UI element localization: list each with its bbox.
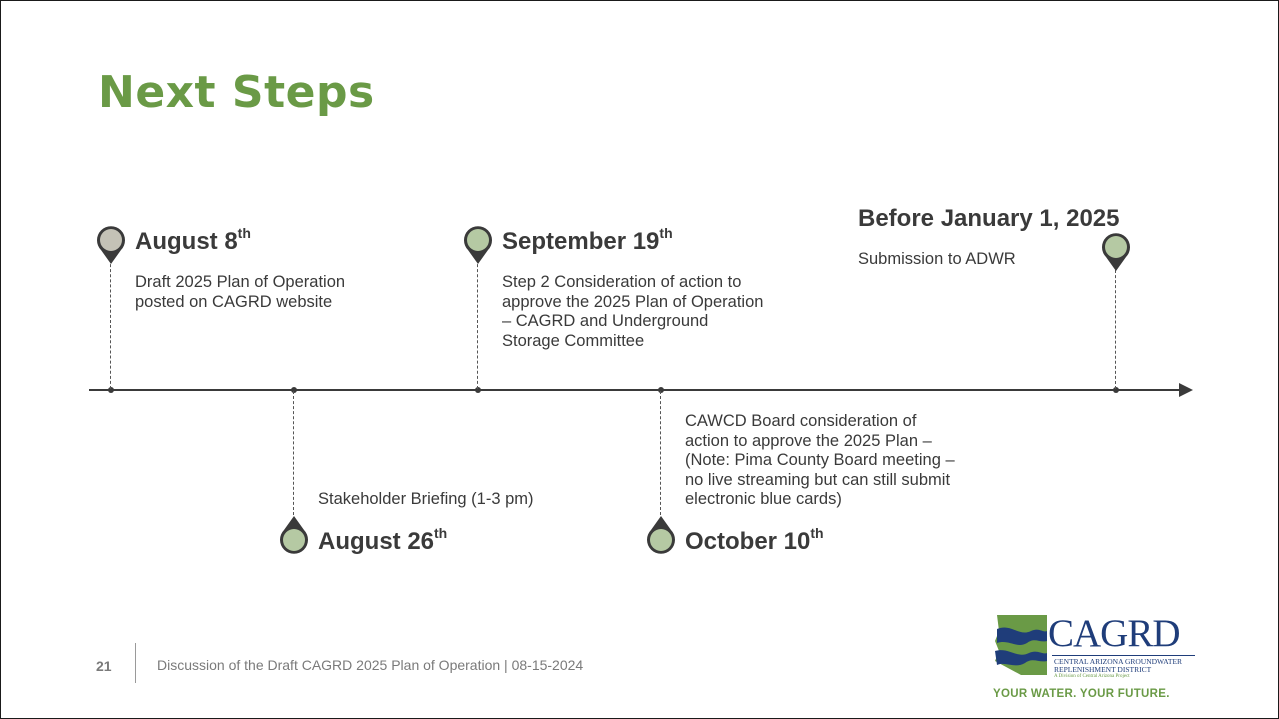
timeline-connector [477,259,478,389]
arizona-map-icon [995,615,1047,675]
milestone-date: August 8th [135,225,251,255]
timeline-dot [108,387,114,393]
milestone-date: September 19th [502,225,673,255]
timeline-arrow-icon [1179,383,1193,397]
timeline-connector [110,259,111,389]
map-pin-icon [1100,230,1132,272]
footer-divider [135,643,136,683]
milestone-date: Before January 1, 2025 [858,205,1120,232]
map-pin-icon [278,515,310,557]
page-number: 21 [96,658,112,674]
logo-wordmark: CAGRD [1048,612,1181,655]
map-pin-icon [95,223,127,265]
timeline-connector [293,391,294,515]
timeline-dot [291,387,297,393]
timeline-dot [1113,387,1119,393]
timeline-axis [89,389,1181,391]
logo-subtitle: REPLENISHMENT DISTRICT [1054,665,1152,674]
timeline-dot [658,387,664,393]
cagrd-logo: CAGRD CENTRAL ARIZONA GROUNDWATER REPLEN… [991,611,1221,711]
logo-rule [1052,655,1195,656]
logo-division: A Division of Central Arizona Project [1054,674,1130,679]
map-pin-icon [462,223,494,265]
milestone-date: August 26th [318,525,448,555]
milestone-description: Stakeholder Briefing (1-3 pm) [318,490,534,508]
milestone-description: Step 2 Consideration of action to approv… [502,273,764,350]
map-pin-icon [645,515,677,557]
milestone-description: CAWCD Board consideration of action to a… [685,412,955,508]
timeline-dot [475,387,481,393]
logo-tagline: YOUR WATER. YOUR FUTURE. [993,688,1170,700]
milestone-description: Draft 2025 Plan of Operation posted on C… [135,273,346,311]
timeline-connector [1115,265,1116,389]
logo-subtitle: CENTRAL ARIZONA GROUNDWATER [1054,657,1183,666]
timeline-connector [660,391,661,515]
slide-title: Next Steps [98,67,375,118]
milestone-description: Submission to ADWR [858,250,1016,268]
milestone-date: October 10th [685,525,824,555]
footer-text: Discussion of the Draft CAGRD 2025 Plan … [157,657,584,673]
